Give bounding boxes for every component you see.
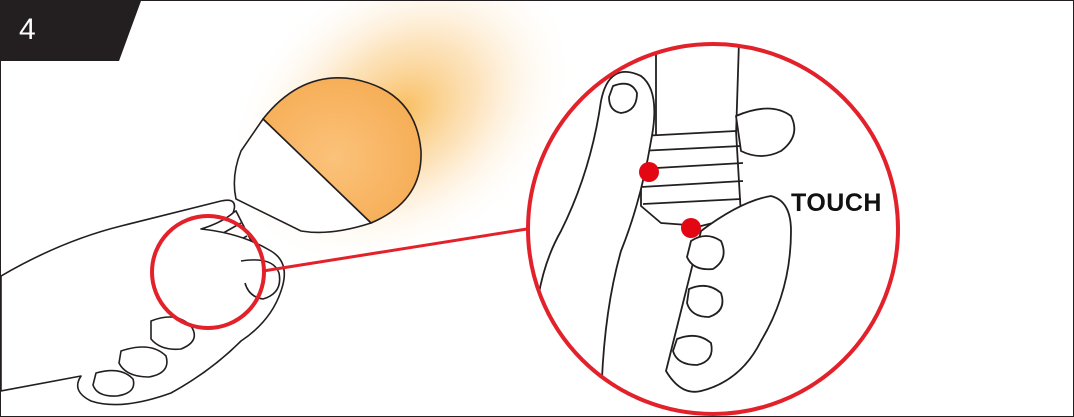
touch-label: TOUCH bbox=[791, 189, 882, 218]
zoom-detail bbox=[534, 41, 794, 417]
contact-point-bottom bbox=[681, 218, 701, 238]
step-number: 4 bbox=[19, 12, 36, 48]
contact-point-side bbox=[639, 162, 659, 182]
step-badge: 4 bbox=[1, 1, 141, 61]
